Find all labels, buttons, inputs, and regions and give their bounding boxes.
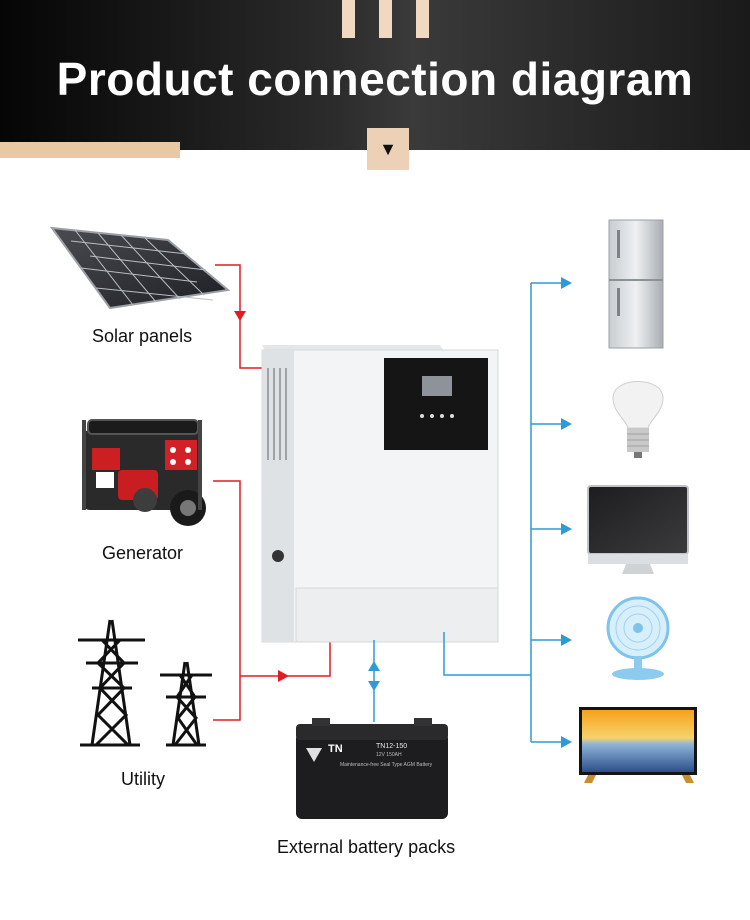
down-arrow-icon: ▼ <box>367 128 409 170</box>
arrow-right-icon <box>278 670 289 682</box>
fan-icon <box>606 596 670 680</box>
decor-bar <box>379 0 392 38</box>
refrigerator-icon <box>608 219 664 349</box>
generator-icon <box>82 419 206 526</box>
tv-icon <box>579 707 697 783</box>
monitor-icon <box>587 485 689 574</box>
utility-label: Utility <box>121 769 165 789</box>
battery-link <box>368 640 380 722</box>
battery-subtitle: Maintenance-free Seal Type AGM Battery <box>340 762 433 768</box>
arrow-down-icon <box>234 311 246 321</box>
decor-bar <box>416 0 429 38</box>
accent-strip <box>0 142 180 158</box>
utility-tower-icon <box>78 619 212 747</box>
battery-spec: 12V 150AH <box>376 752 402 758</box>
decor-bar <box>342 0 355 38</box>
inverter-icon <box>261 345 499 643</box>
header-banner: Product connection diagram <box>0 0 750 150</box>
output-arrows <box>561 277 572 748</box>
output-lines <box>443 282 566 743</box>
battery-icon <box>296 718 448 819</box>
bulb-icon <box>612 381 664 458</box>
solar-label: Solar panels <box>92 326 193 346</box>
battery-model: TN12-150 <box>376 743 407 750</box>
solar-panel-icon <box>49 226 231 310</box>
battery-label: External battery packs <box>277 837 456 857</box>
generator-label: Generator <box>102 543 184 563</box>
page-title: Product connection diagram <box>56 53 694 105</box>
battery-brand: TN <box>328 743 343 755</box>
